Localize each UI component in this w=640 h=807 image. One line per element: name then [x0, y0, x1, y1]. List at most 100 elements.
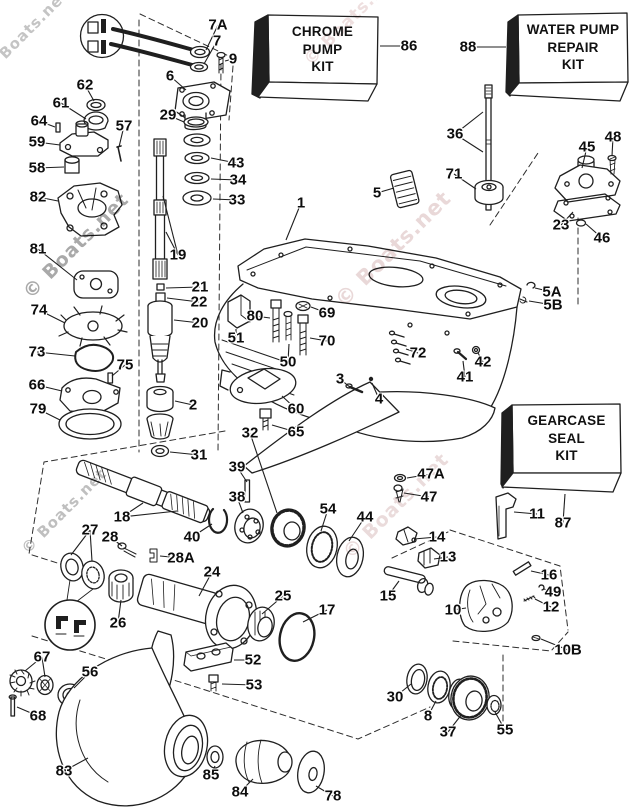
leader-line-55	[494, 711, 506, 731]
leader-line-69	[310, 306, 328, 314]
part-23-gasket	[553, 193, 621, 222]
leader-line-32	[249, 432, 278, 514]
leader-line-44	[348, 516, 366, 542]
leader-line-28	[109, 536, 123, 547]
part-51-anode	[227, 294, 251, 329]
kit-box-chrome-pump	[251, 14, 379, 102]
leader-line-25	[261, 595, 284, 615]
leader-line-72	[405, 348, 419, 354]
leader-line-3	[339, 378, 352, 389]
leader-line-59	[36, 141, 61, 146]
leader-line-60	[281, 395, 297, 410]
part-20-sleeve	[147, 300, 173, 383]
leader-line-19	[162, 195, 179, 256]
part-50-bolt	[283, 310, 293, 341]
leader-line-67	[24, 656, 43, 672]
leader-line-27	[70, 529, 91, 556]
part-11-fill-tube	[495, 492, 517, 540]
part-44-washer	[335, 536, 365, 578]
part-74-impeller	[58, 305, 128, 347]
leader-line-16	[530, 570, 550, 576]
part-75-pin	[107, 372, 114, 384]
leader-line-53	[221, 683, 255, 686]
leader-line-68	[16, 706, 39, 717]
leader-line-67	[41, 656, 46, 678]
part-82-pump-housing	[57, 182, 123, 237]
leader-line-22	[166, 297, 200, 303]
leader-line-80	[254, 315, 271, 319]
leader-line-5A	[534, 287, 553, 293]
leader-line-65	[271, 424, 297, 433]
part-42-washer	[471, 345, 481, 355]
part-16-pin	[512, 561, 532, 576]
part-46-grommet	[575, 219, 587, 227]
part-3-screw	[345, 383, 364, 394]
leader-line-79	[37, 408, 61, 421]
leader-line-2	[174, 400, 194, 406]
part-5a-5b-clips	[519, 281, 536, 304]
leader-line-84	[239, 778, 254, 793]
leader-line-83	[63, 757, 89, 772]
leader-line-75	[111, 364, 126, 377]
kit-box-water-pump	[505, 12, 629, 102]
leader-line-28A	[159, 555, 182, 559]
part-79-gasket	[58, 408, 122, 440]
seal-washer-stack	[182, 116, 212, 206]
leader-line-31	[169, 451, 200, 456]
leader-line-14	[413, 536, 438, 540]
leader-line-36	[454, 111, 484, 135]
leader-line-12	[534, 598, 552, 608]
leader-line-17	[302, 609, 328, 623]
part-80-bolt	[270, 299, 282, 343]
part-5-grommet	[389, 169, 420, 209]
leader-line-5	[376, 187, 395, 194]
part-28a-clip	[149, 548, 158, 563]
leader-line-73	[36, 351, 76, 357]
leader-line-18	[121, 510, 178, 518]
leader-line-42	[477, 352, 484, 363]
part-10b-plug	[531, 634, 541, 642]
part-67-nut-washer	[9, 669, 54, 697]
leader-line-20	[173, 319, 201, 324]
part-54-seal	[306, 525, 338, 569]
leader-line-56	[73, 671, 91, 689]
part-81-plate	[73, 270, 119, 299]
leader-line-54	[320, 508, 329, 532]
part-40-retaining-ring	[207, 507, 229, 534]
leader-line-23	[560, 211, 574, 226]
leader-line-46	[585, 223, 603, 239]
part-84-prop-hub	[235, 739, 293, 784]
part-61-cup	[83, 111, 109, 131]
part-14-cam-follower	[395, 526, 418, 546]
leader-line-4	[371, 382, 380, 400]
part-53-screw	[208, 674, 219, 692]
leader-line-50	[287, 343, 290, 363]
leader-line-41	[462, 360, 466, 378]
part-45-pump-housing	[554, 155, 621, 203]
water-pump-repair-kit-label: WATER PUMP REPAIR KIT	[526, 21, 620, 73]
leader-line-6	[169, 75, 187, 91]
part-37-gear	[448, 675, 490, 721]
part-13-clutch-dog	[417, 547, 441, 569]
leader-line-74	[38, 309, 66, 324]
leader-line-71	[453, 173, 477, 190]
leader-line-19	[165, 231, 179, 256]
part-83-propeller	[55, 630, 209, 807]
leader-line-10	[452, 607, 467, 611]
leader-line-39	[236, 466, 248, 483]
leader-line-78	[315, 785, 334, 797]
part-65-screw	[259, 408, 272, 431]
leader-line-33	[212, 198, 238, 201]
part-24-bearing-housing	[136, 573, 258, 650]
part-10-shift-housing	[459, 579, 513, 632]
part-2-bearing	[146, 385, 174, 413]
leader-line-8	[427, 700, 437, 717]
part-39-pin	[244, 479, 251, 503]
part-4-dot	[368, 376, 374, 382]
part-47-screw	[393, 484, 404, 503]
part-59-base	[59, 120, 122, 162]
part-72-screws	[388, 330, 411, 365]
part-31-nut	[150, 444, 170, 458]
leader-line-62	[84, 84, 95, 102]
